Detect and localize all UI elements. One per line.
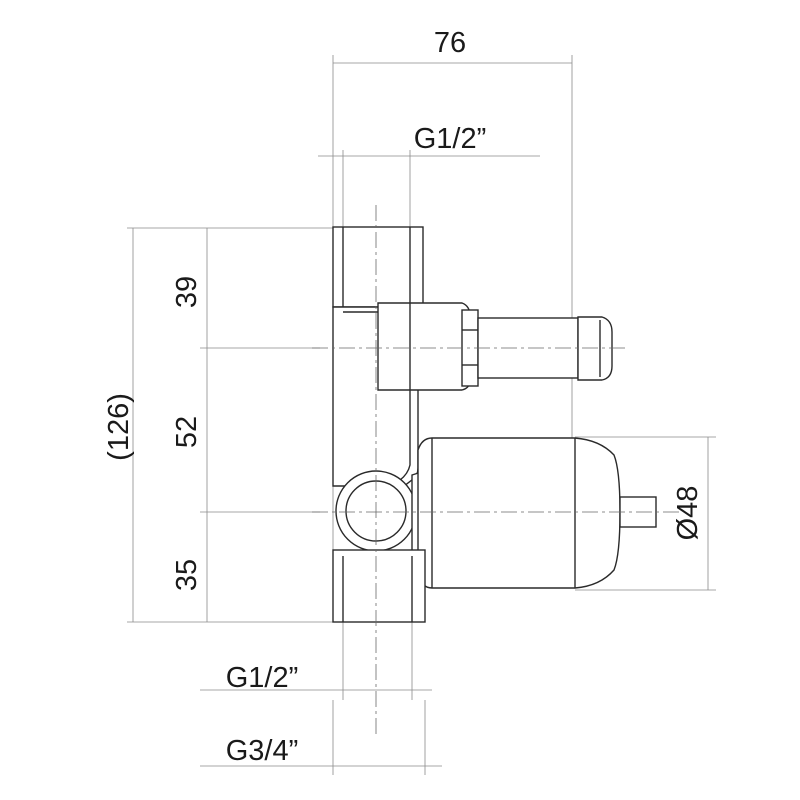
- label-width-76: 76: [434, 27, 466, 59]
- label-height-52: 52: [171, 416, 203, 448]
- center-lines: [312, 205, 680, 738]
- top-inlet-stub: [332, 226, 424, 308]
- label-connection-bottom: G3/4”: [226, 735, 299, 767]
- dimension-lines: [127, 55, 716, 775]
- label-diameter-48: Ø48: [672, 486, 704, 541]
- label-height-39: 39: [171, 276, 203, 308]
- bottom-outlet-stub: [332, 549, 426, 623]
- label-outlet-bottom: G1/2”: [226, 662, 299, 694]
- upper-end-cap: [577, 316, 613, 381]
- label-height-35: 35: [171, 559, 203, 591]
- label-total-height: (126): [103, 393, 135, 461]
- cartridge-housing: [417, 437, 621, 589]
- dimension-labels: 76 G1/2” (126) 39 52 35 Ø48 G1/2” G3/4”: [103, 27, 704, 767]
- upper-branch-body: [377, 302, 471, 391]
- label-inlet-top: G1/2”: [414, 123, 487, 155]
- valve-body: [332, 226, 657, 623]
